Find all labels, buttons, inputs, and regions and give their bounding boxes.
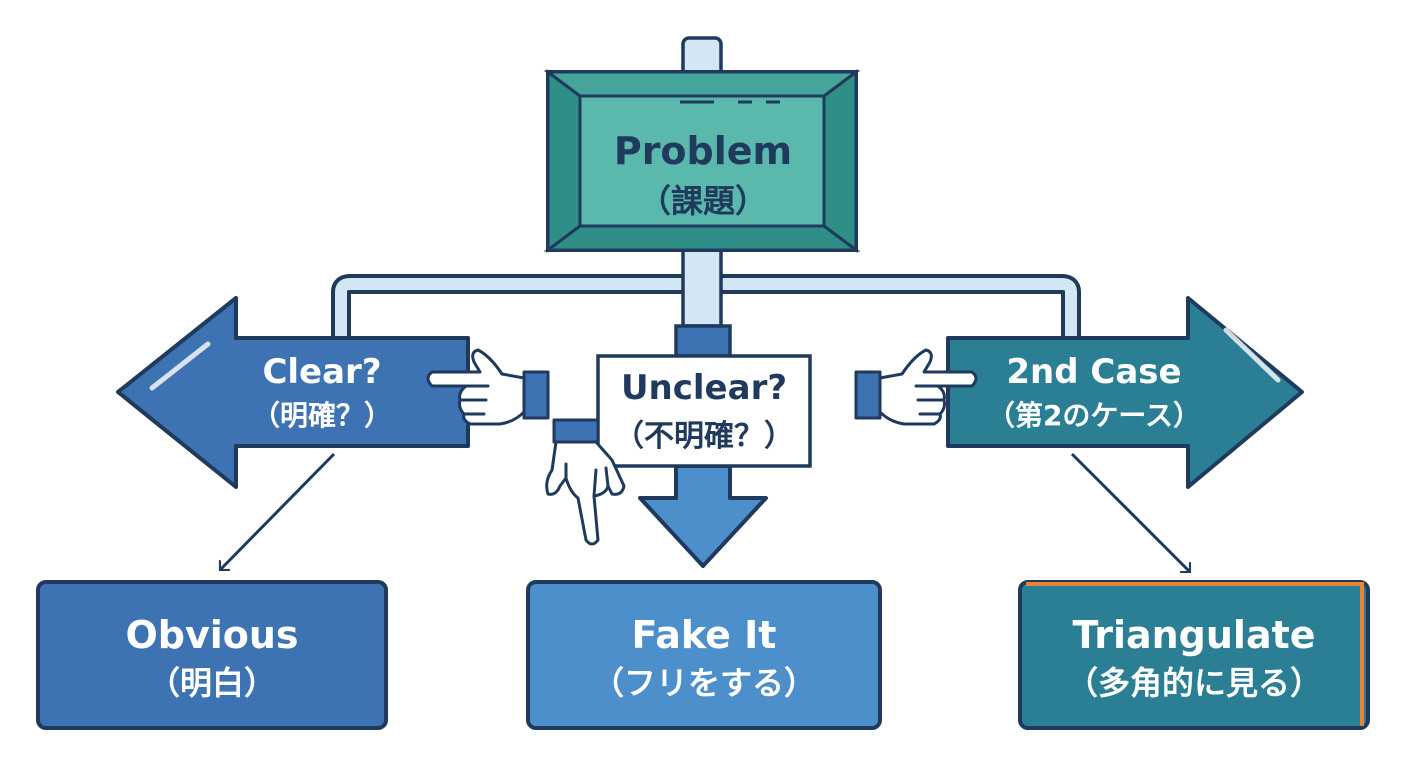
unclear-title: Unclear? xyxy=(621,368,787,408)
problem-title: Problem xyxy=(614,129,792,173)
unclear-subtitle: （不明確？） xyxy=(614,419,794,454)
obvious-title: Obvious xyxy=(125,613,298,657)
problem-box: Problem （課題） xyxy=(543,69,861,253)
second-case-subtitle: （第2のケース） xyxy=(987,399,1201,432)
fake-it-box: Fake It （フリをする） xyxy=(526,580,882,730)
triangulate-accent-edge xyxy=(1026,582,1364,726)
center-pipe xyxy=(681,246,723,328)
obvious-box: Obvious （明白） xyxy=(36,580,388,730)
clear-arrow: Clear? （明確？） xyxy=(116,296,470,489)
clear-title: Clear? xyxy=(262,352,381,392)
connector-pipes xyxy=(331,36,1081,338)
triangulate-subtitle: （多角的に見る） xyxy=(1066,664,1322,702)
unclear-label: Unclear? （不明確？） xyxy=(596,354,812,468)
triangulate-box: Triangulate （多角的に見る） xyxy=(1018,580,1370,730)
arrow-to-obvious xyxy=(218,452,336,572)
pointing-hand-right-icon xyxy=(426,348,550,426)
second-case-arrow: 2nd Case （第2のケース） xyxy=(946,296,1304,489)
problem-subtitle: （課題） xyxy=(639,182,767,220)
second-case-title: 2nd Case xyxy=(1006,352,1181,392)
fake-it-title: Fake It xyxy=(632,613,777,657)
obvious-subtitle: （明白） xyxy=(148,664,276,702)
triangulate-title: Triangulate xyxy=(1072,613,1315,657)
pointing-hand-left-icon xyxy=(854,348,978,426)
pointing-hand-down-icon xyxy=(545,418,626,546)
fake-it-subtitle: （フリをする） xyxy=(592,664,816,702)
arrow-to-triangulate xyxy=(1070,452,1192,574)
clear-subtitle: （明確？） xyxy=(252,399,392,432)
